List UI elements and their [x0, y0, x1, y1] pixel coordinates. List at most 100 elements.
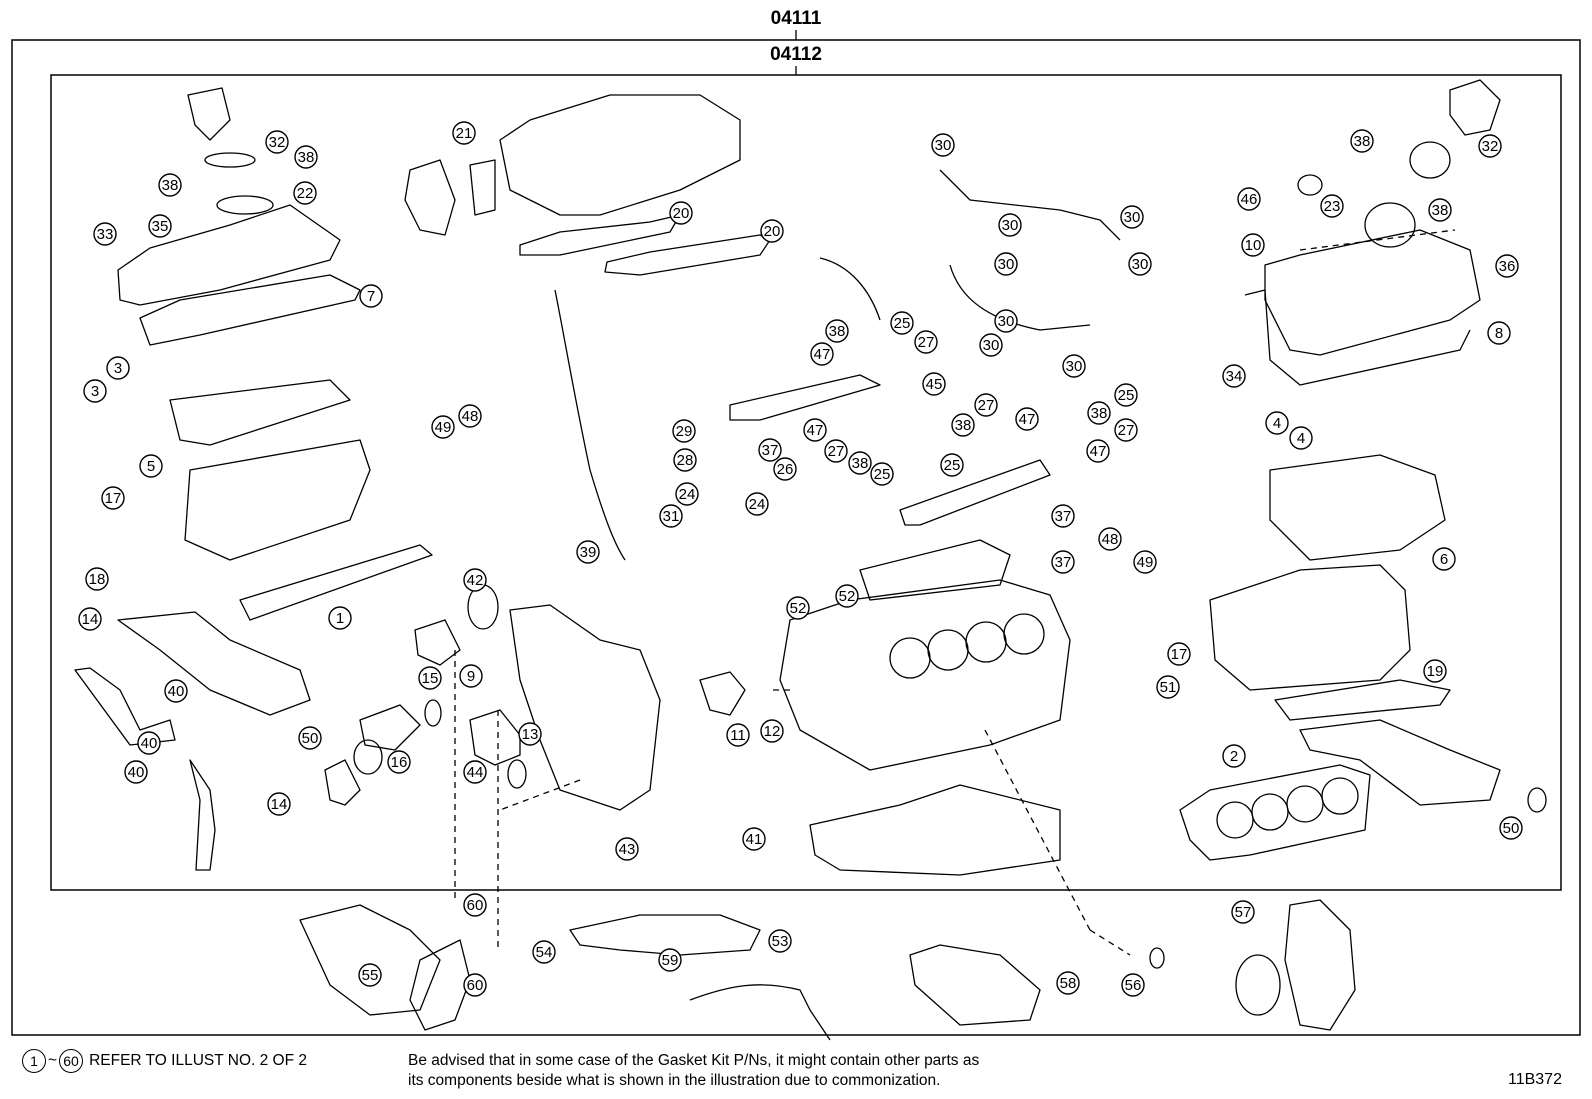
callout-30[interactable]: 30 — [1120, 205, 1144, 229]
callout-37[interactable]: 37 — [758, 438, 782, 462]
callout-12[interactable]: 12 — [760, 719, 784, 743]
callout-30[interactable]: 30 — [931, 133, 955, 157]
callout-27[interactable]: 27 — [1114, 418, 1138, 442]
callout-6[interactable]: 6 — [1432, 547, 1456, 571]
callout-26[interactable]: 26 — [773, 457, 797, 481]
callout-39[interactable]: 39 — [576, 540, 600, 564]
callout-9[interactable]: 9 — [459, 664, 483, 688]
callout-30[interactable]: 30 — [1128, 252, 1152, 276]
callout-35[interactable]: 35 — [148, 214, 172, 238]
callout-7[interactable]: 7 — [359, 284, 383, 308]
callout-24[interactable]: 24 — [675, 482, 699, 506]
callout-40[interactable]: 40 — [124, 760, 148, 784]
callout-49[interactable]: 49 — [1133, 550, 1157, 574]
callout-1[interactable]: 1 — [328, 606, 352, 630]
callout-48[interactable]: 48 — [458, 404, 482, 428]
callout-42[interactable]: 42 — [463, 568, 487, 592]
callout-25[interactable]: 25 — [870, 462, 894, 486]
callout-60[interactable]: 60 — [463, 893, 487, 917]
callout-47[interactable]: 47 — [810, 342, 834, 366]
callout-44[interactable]: 44 — [463, 760, 487, 784]
callout-10[interactable]: 10 — [1241, 233, 1265, 257]
callout-23[interactable]: 23 — [1320, 194, 1344, 218]
callout-29[interactable]: 29 — [672, 419, 696, 443]
callout-43[interactable]: 43 — [615, 837, 639, 861]
outer-assembly-code[interactable]: 04111 — [771, 8, 822, 29]
callout-40[interactable]: 40 — [137, 731, 161, 755]
callout-47[interactable]: 47 — [1015, 407, 1039, 431]
callout-38[interactable]: 38 — [158, 173, 182, 197]
callout-18[interactable]: 18 — [85, 567, 109, 591]
callout-27[interactable]: 27 — [914, 330, 938, 354]
callout-30[interactable]: 30 — [1062, 354, 1086, 378]
callout-27[interactable]: 27 — [824, 439, 848, 463]
callout-38[interactable]: 38 — [1428, 198, 1452, 222]
callout-50[interactable]: 50 — [298, 726, 322, 750]
callout-33[interactable]: 33 — [93, 222, 117, 246]
callout-32[interactable]: 32 — [265, 130, 289, 154]
callout-55[interactable]: 55 — [358, 963, 382, 987]
callout-22[interactable]: 22 — [293, 181, 317, 205]
callout-21[interactable]: 21 — [452, 121, 476, 145]
callout-4[interactable]: 4 — [1265, 411, 1289, 435]
callout-37[interactable]: 37 — [1051, 550, 1075, 574]
callout-17[interactable]: 17 — [101, 486, 125, 510]
callout-30[interactable]: 30 — [994, 252, 1018, 276]
callout-30[interactable]: 30 — [979, 333, 1003, 357]
callout-17[interactable]: 17 — [1167, 642, 1191, 666]
callout-49[interactable]: 49 — [431, 415, 455, 439]
callout-36[interactable]: 36 — [1495, 254, 1519, 278]
callout-15[interactable]: 15 — [418, 666, 442, 690]
callout-20[interactable]: 20 — [669, 201, 693, 225]
callout-14[interactable]: 14 — [267, 792, 291, 816]
callout-3[interactable]: 3 — [83, 379, 107, 403]
callout-13[interactable]: 13 — [518, 722, 542, 746]
callout-2[interactable]: 2 — [1222, 744, 1246, 768]
callout-47[interactable]: 47 — [1086, 439, 1110, 463]
callout-45[interactable]: 45 — [922, 372, 946, 396]
callout-28[interactable]: 28 — [673, 448, 697, 472]
callout-48[interactable]: 48 — [1098, 527, 1122, 551]
callout-38[interactable]: 38 — [294, 145, 318, 169]
callout-30[interactable]: 30 — [998, 213, 1022, 237]
callout-20[interactable]: 20 — [760, 219, 784, 243]
callout-57[interactable]: 57 — [1231, 900, 1255, 924]
callout-27[interactable]: 27 — [974, 393, 998, 417]
callout-3[interactable]: 3 — [106, 356, 130, 380]
callout-52[interactable]: 52 — [835, 584, 859, 608]
callout-4[interactable]: 4 — [1289, 426, 1313, 450]
callout-51[interactable]: 51 — [1156, 675, 1180, 699]
callout-8[interactable]: 8 — [1487, 321, 1511, 345]
callout-34[interactable]: 34 — [1222, 364, 1246, 388]
callout-53[interactable]: 53 — [768, 929, 792, 953]
callout-25[interactable]: 25 — [940, 453, 964, 477]
callout-38[interactable]: 38 — [1087, 401, 1111, 425]
callout-41[interactable]: 41 — [742, 827, 766, 851]
callout-24[interactable]: 24 — [745, 492, 769, 516]
callout-60[interactable]: 60 — [463, 973, 487, 997]
callout-14[interactable]: 14 — [78, 607, 102, 631]
callout-25[interactable]: 25 — [1114, 383, 1138, 407]
callout-25[interactable]: 25 — [890, 311, 914, 335]
callout-58[interactable]: 58 — [1056, 971, 1080, 995]
callout-38[interactable]: 38 — [848, 451, 872, 475]
callout-16[interactable]: 16 — [387, 750, 411, 774]
callout-59[interactable]: 59 — [658, 948, 682, 972]
callout-56[interactable]: 56 — [1121, 973, 1145, 997]
callout-11[interactable]: 11 — [726, 723, 750, 747]
callout-54[interactable]: 54 — [532, 940, 556, 964]
callout-50[interactable]: 50 — [1499, 816, 1523, 840]
callout-52[interactable]: 52 — [786, 596, 810, 620]
callout-38[interactable]: 38 — [951, 413, 975, 437]
callout-32[interactable]: 32 — [1478, 134, 1502, 158]
callout-47[interactable]: 47 — [803, 418, 827, 442]
callout-5[interactable]: 5 — [139, 454, 163, 478]
callout-19[interactable]: 19 — [1423, 659, 1447, 683]
callout-38[interactable]: 38 — [825, 319, 849, 343]
callout-30[interactable]: 30 — [994, 309, 1018, 333]
callout-37[interactable]: 37 — [1051, 504, 1075, 528]
callout-31[interactable]: 31 — [659, 504, 683, 528]
inner-assembly-code[interactable]: 04112 — [770, 44, 822, 65]
callout-40[interactable]: 40 — [164, 679, 188, 703]
callout-46[interactable]: 46 — [1237, 187, 1261, 211]
